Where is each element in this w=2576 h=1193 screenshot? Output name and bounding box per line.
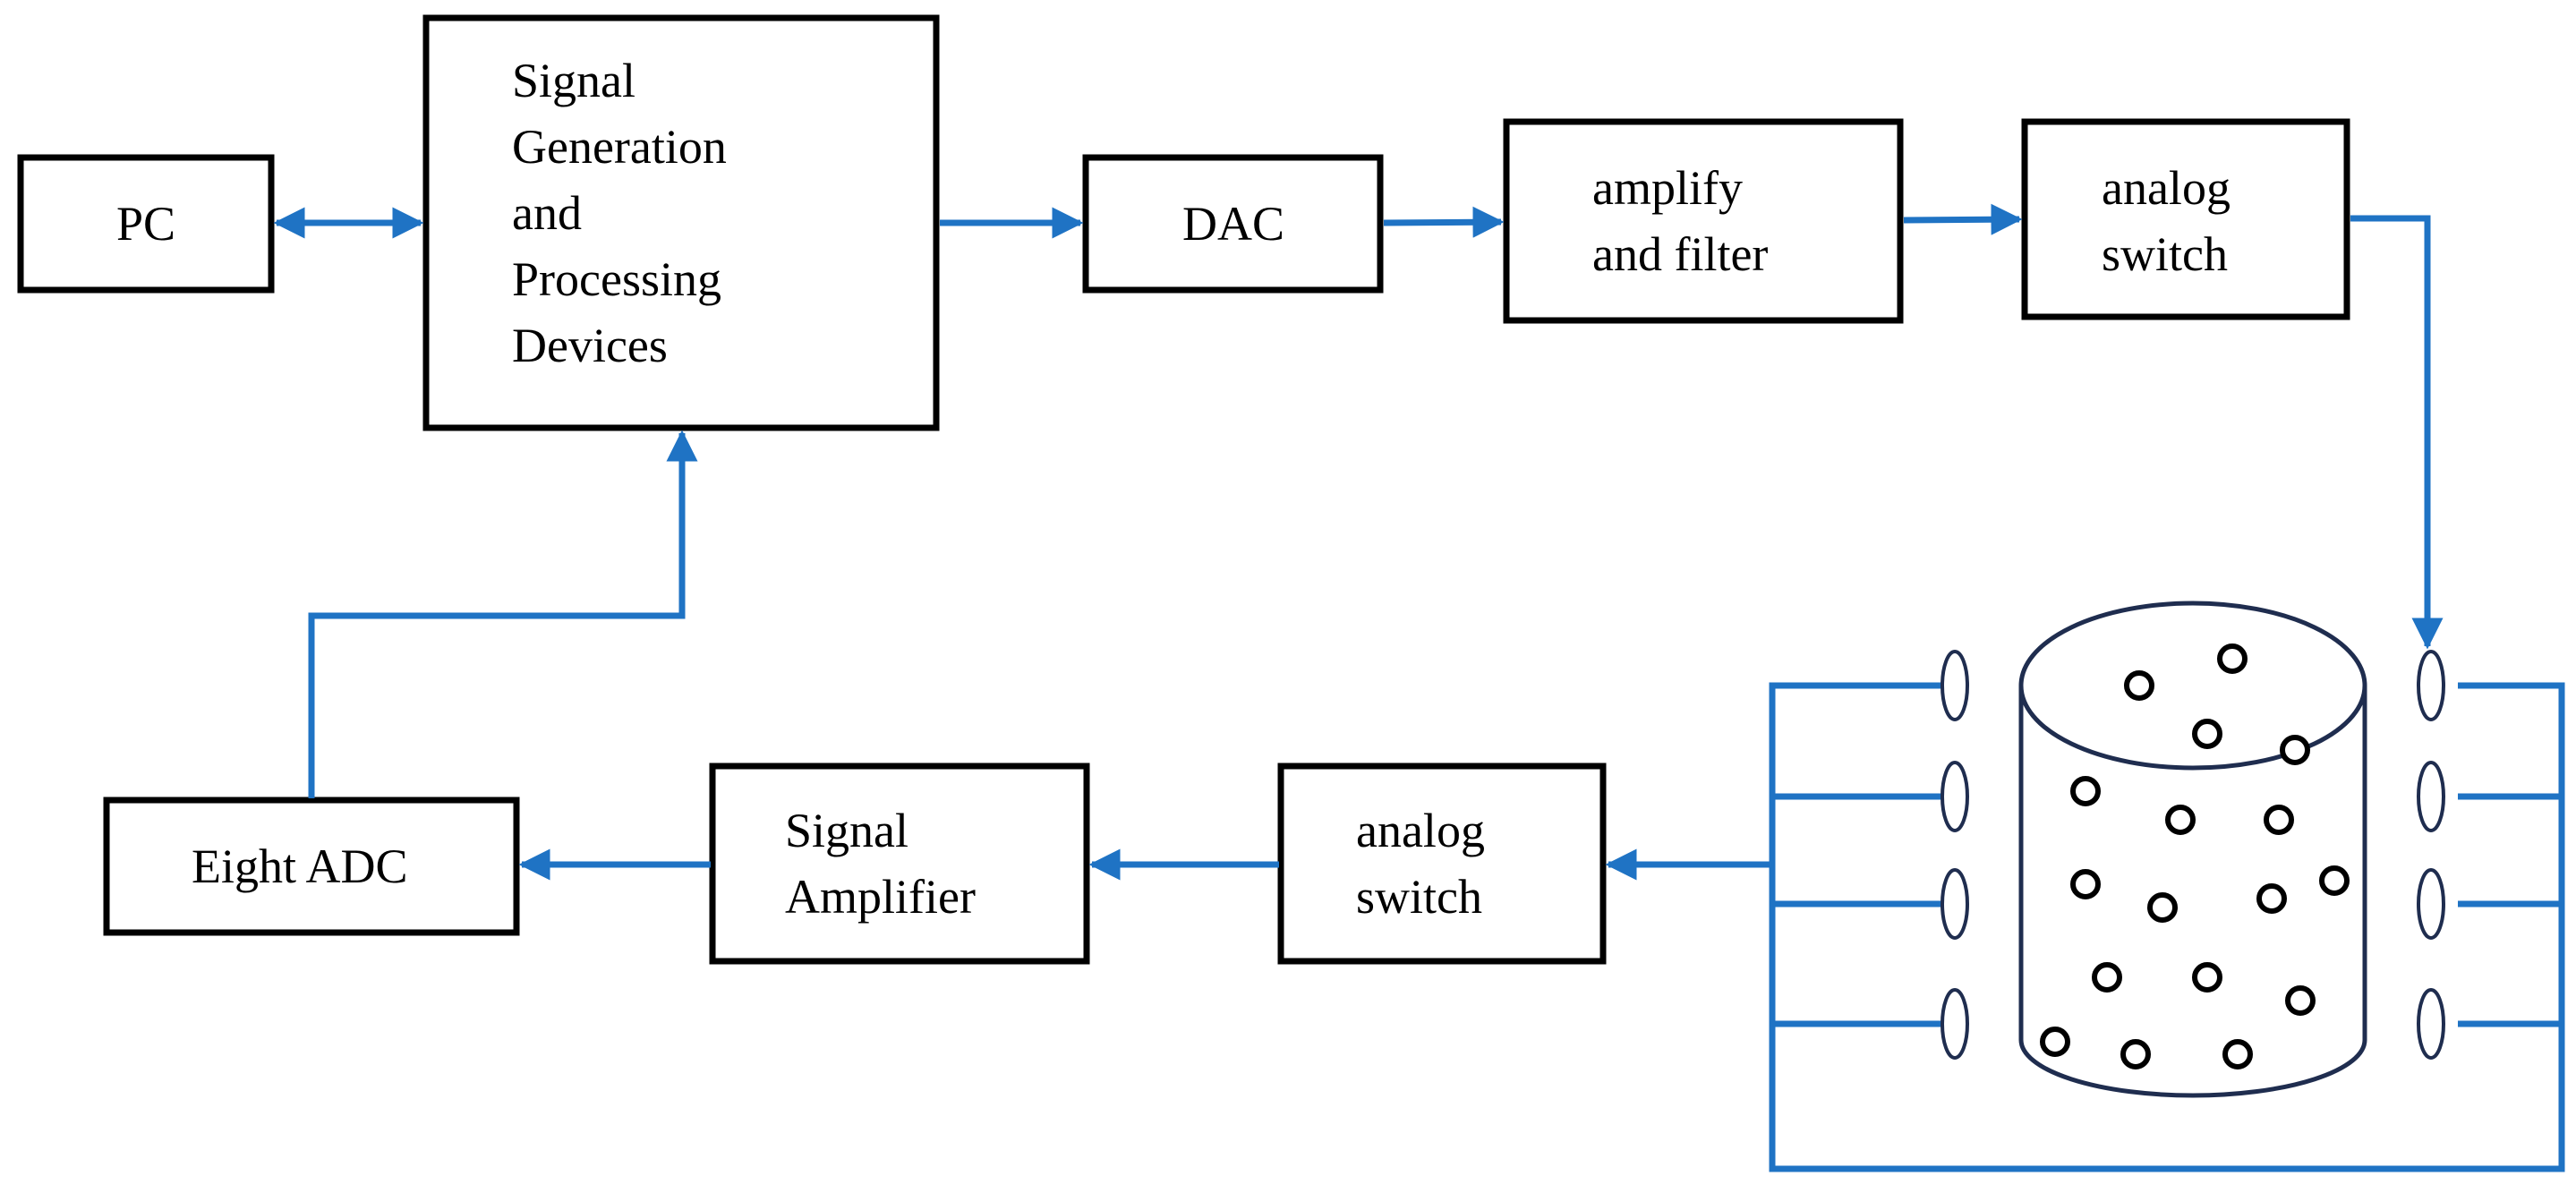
analog-switch-bottom-block: analog switch xyxy=(1277,763,1607,965)
analog-switch-top-block: analog switch xyxy=(2021,118,2350,320)
particle xyxy=(2264,805,2294,835)
amplify-filter-label: amplify and filter xyxy=(1592,161,1768,281)
particle xyxy=(2070,869,2101,899)
pc-block: PC xyxy=(17,154,275,294)
pc-label: PC xyxy=(116,197,175,251)
analog-switch-top-label: analog switch xyxy=(2102,161,2242,281)
signal-amplifier-label: Signal Amplifier xyxy=(785,804,976,924)
dac-block: DAC xyxy=(1082,154,1384,294)
particle xyxy=(2222,1039,2253,1069)
particle xyxy=(2124,670,2154,701)
signal-generation-processing-label: Signal Generation and Processing Devices xyxy=(512,54,738,372)
right-electrodes xyxy=(2417,650,2445,1060)
dac-to-amplify-arrow xyxy=(1383,206,1505,238)
electrode-left-2 xyxy=(1941,761,1969,832)
particle xyxy=(2040,1027,2070,1057)
electrode-left-4 xyxy=(1941,988,1969,1060)
dac-label: DAC xyxy=(1182,197,1284,251)
left-electrode-wiring xyxy=(1769,682,2565,1172)
switch-to-tank-arrow xyxy=(2350,215,2444,650)
particle xyxy=(2192,962,2222,993)
electrode-left-3 xyxy=(1941,868,1969,940)
eight-adc-block: Eight ADC xyxy=(103,797,520,936)
electrode-right-1 xyxy=(2417,650,2445,721)
adc-to-sgpd-arrow xyxy=(308,430,698,798)
particle xyxy=(2280,735,2310,765)
amplify-to-switch-arrow xyxy=(1903,203,2023,235)
analog-switch-bottom-label: analog switch xyxy=(1356,804,1497,924)
connectors xyxy=(273,203,2444,881)
particle xyxy=(2285,985,2316,1016)
particle xyxy=(2319,865,2350,896)
particle xyxy=(2092,962,2122,993)
electrode-left-1 xyxy=(1941,650,1969,721)
particle xyxy=(2192,719,2222,749)
particle xyxy=(2256,883,2287,914)
electrode-right-4 xyxy=(2417,988,2445,1060)
amplify-filter-block: amplify and filter xyxy=(1503,118,1904,324)
left-electrodes xyxy=(1941,650,1969,1060)
electrode-right-2 xyxy=(2417,761,2445,832)
particle xyxy=(2120,1039,2151,1069)
cylindrical-tank xyxy=(2018,601,2367,1098)
particle xyxy=(2165,805,2196,835)
tank-top xyxy=(2018,601,2367,771)
signal-amplifier-block: Signal Amplifier xyxy=(709,763,1090,965)
particle xyxy=(2217,643,2248,674)
particle xyxy=(2070,776,2101,806)
tank-body xyxy=(2018,686,2367,1098)
left-bus-line xyxy=(1769,682,2565,1172)
tank-particles xyxy=(2040,643,2350,1069)
eight-adc-label: Eight ADC xyxy=(192,839,408,893)
signal-generation-processing-block: Signal Generation and Processing Devices xyxy=(422,14,940,431)
electrode-right-3 xyxy=(2417,868,2445,940)
particle xyxy=(2147,892,2178,923)
